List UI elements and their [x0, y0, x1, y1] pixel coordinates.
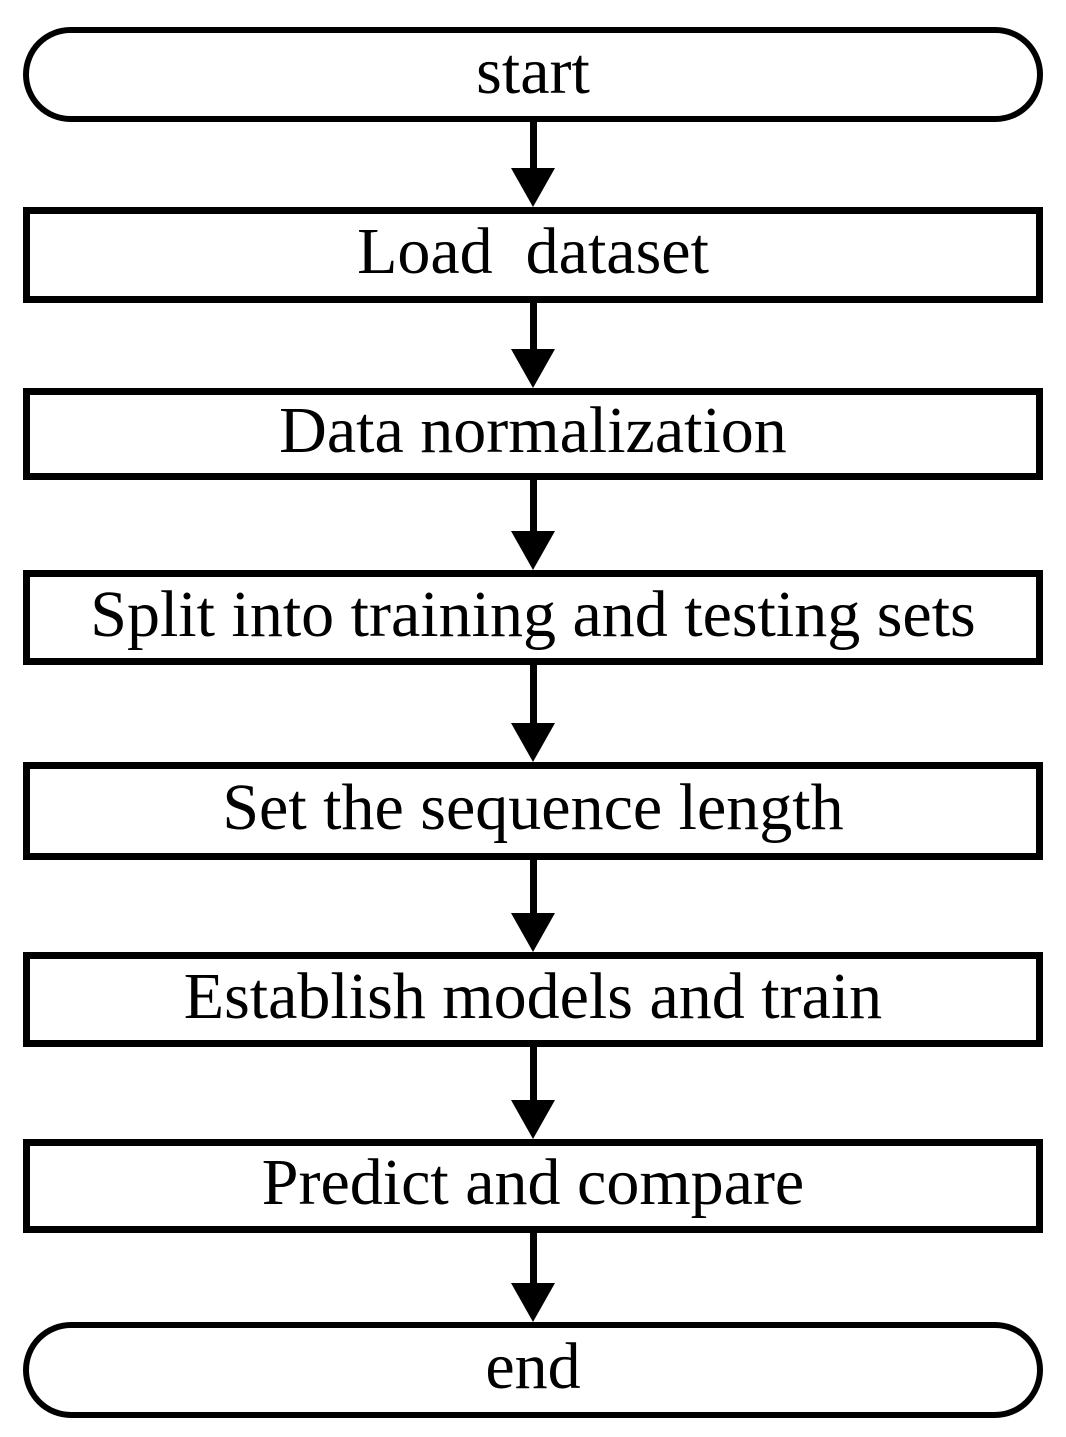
flowchart-node-split-sets: Split into training and testing sets — [23, 570, 1043, 665]
node-label: Load dataset — [357, 215, 709, 288]
flow-arrow-down-icon — [511, 303, 555, 388]
flow-arrow-down-icon — [511, 480, 555, 570]
flowchart-node-end: end — [23, 1322, 1043, 1418]
flowchart-node-data-normalization: Data normalization — [23, 388, 1043, 480]
node-label: Split into training and testing sets — [90, 577, 976, 651]
arrow-shaft — [529, 1047, 537, 1100]
arrow-head — [511, 531, 555, 570]
flowchart-node-predict-compare: Predict and compare — [23, 1139, 1043, 1233]
arrow-shaft — [529, 665, 537, 723]
node-label: end — [485, 1330, 581, 1403]
flowchart-node-set-sequence-length: Set the sequence length — [23, 762, 1043, 860]
flow-arrow-down-icon — [511, 122, 555, 207]
node-label: Set the sequence length — [222, 771, 844, 844]
arrow-head — [511, 349, 555, 388]
arrow-shaft — [529, 1233, 537, 1283]
node-label: start — [476, 34, 590, 108]
node-label: Predict and compare — [261, 1146, 805, 1219]
arrow-shaft — [529, 480, 537, 531]
flowchart-node-load-dataset: Load dataset — [23, 207, 1043, 303]
flow-arrow-down-icon — [511, 1047, 555, 1139]
arrow-head — [511, 723, 555, 762]
flow-arrow-down-icon — [511, 1233, 555, 1322]
flowchart-node-establish-models: Establish models and train — [23, 952, 1043, 1047]
arrow-head — [511, 1100, 555, 1139]
flow-arrow-down-icon — [511, 665, 555, 762]
arrow-head — [511, 1283, 555, 1322]
arrow-shaft — [529, 303, 537, 349]
arrow-shaft — [529, 122, 537, 168]
arrow-head — [511, 168, 555, 207]
arrow-head — [511, 913, 555, 952]
flowchart-node-start: start — [23, 27, 1043, 122]
node-label: Data normalization — [279, 394, 787, 467]
arrow-shaft — [529, 860, 537, 913]
node-label: Establish models and train — [183, 959, 883, 1033]
flow-arrow-down-icon — [511, 860, 555, 952]
